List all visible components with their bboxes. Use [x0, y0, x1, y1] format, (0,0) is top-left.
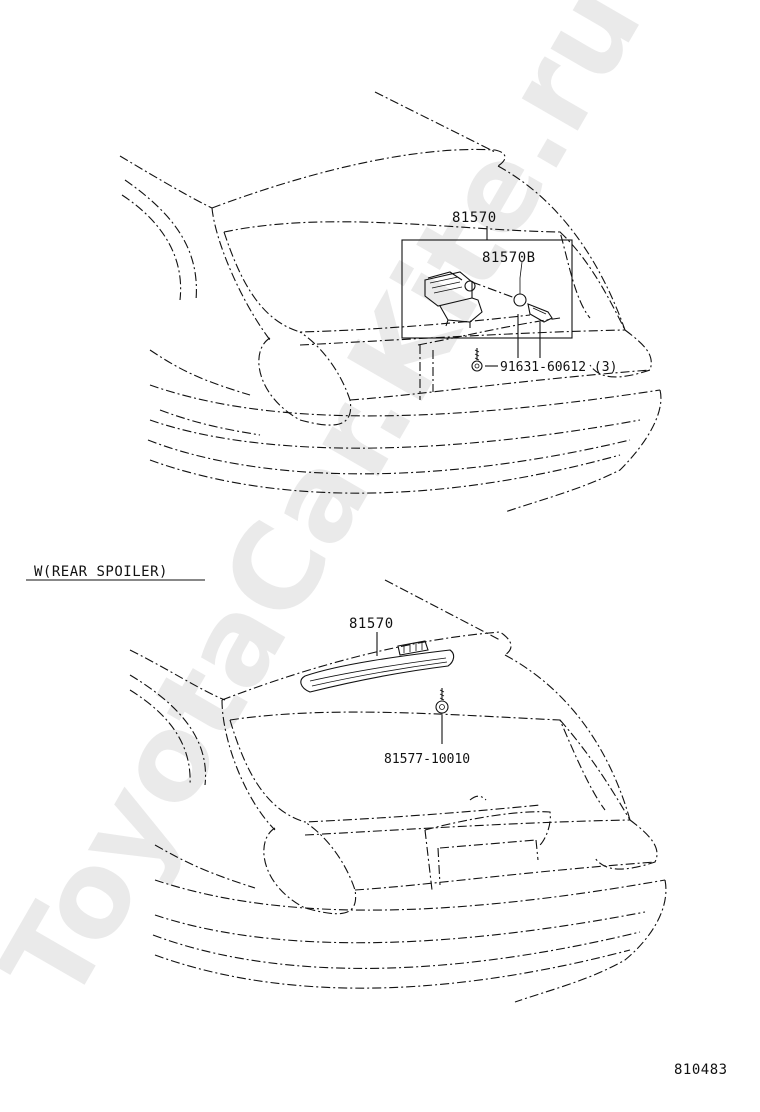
- callout-screw-spoiler: 81577-10010: [384, 752, 470, 767]
- spoiler-car-view: [129, 579, 667, 1003]
- spoiler-screw-icon: [435, 688, 449, 714]
- high-mount-stop-lamp-icon: [424, 271, 483, 328]
- callout-screw-top: 91631-60612 (3): [500, 360, 617, 375]
- callout-assembly-top: 81570: [452, 210, 497, 226]
- callout-bulb: 81570B: [482, 250, 536, 266]
- diagram-id: 810483: [674, 1062, 728, 1078]
- bulb-icon: [513, 293, 553, 323]
- screw-icon: [471, 348, 483, 372]
- spoiler-stop-lamp-icon: [300, 640, 455, 693]
- watermark: ToyotaCar.Kite.ru: [0, 0, 668, 1024]
- top-car-view: [119, 91, 662, 513]
- spoiler-caption: W(REAR SPOILER): [34, 564, 168, 580]
- callout-assembly-spoiler: 81570: [349, 616, 394, 632]
